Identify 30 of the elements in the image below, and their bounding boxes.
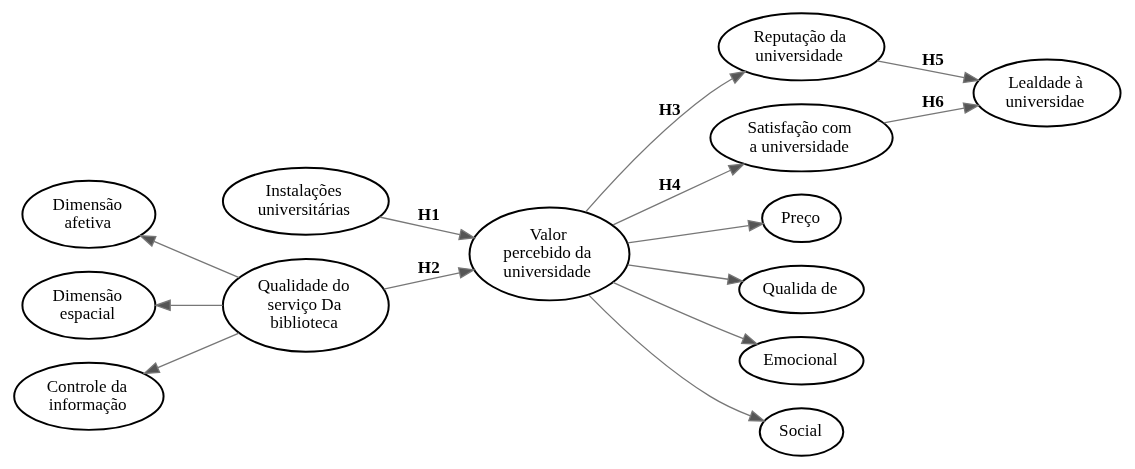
arrow bbox=[627, 264, 745, 286]
arrow bbox=[383, 267, 476, 290]
arrow bbox=[627, 219, 766, 244]
arrow bbox=[378, 216, 477, 241]
edge-label: H2 bbox=[417, 257, 440, 277]
edge-label: H6 bbox=[921, 91, 944, 111]
edge-label: H5 bbox=[921, 49, 944, 69]
node-ellipse: Reputação da universidade bbox=[717, 12, 886, 82]
arrow bbox=[883, 102, 981, 124]
node-ellipse: Dimensão espacial bbox=[21, 270, 157, 340]
arrow bbox=[585, 70, 747, 213]
node-ellipse: Social bbox=[758, 407, 845, 457]
arrow bbox=[153, 299, 224, 312]
node-ellipse: Valor percebido da universidade bbox=[468, 206, 631, 302]
edge-label: H1 bbox=[417, 205, 440, 225]
arrow bbox=[138, 234, 240, 279]
arrow bbox=[588, 294, 767, 422]
node-ellipse: Qualidade do serviço Da biblioteca bbox=[221, 257, 390, 353]
edge-label: H4 bbox=[658, 174, 681, 194]
node-ellipse: Preço bbox=[761, 193, 842, 244]
node-ellipse: Instalações universitárias bbox=[221, 166, 390, 236]
arrow bbox=[142, 332, 240, 375]
node-ellipse: Qualida de bbox=[738, 264, 865, 315]
arrow bbox=[612, 281, 759, 345]
arrow bbox=[876, 60, 981, 84]
node-ellipse: Lealdade à universidae bbox=[972, 58, 1122, 128]
edge-label: H3 bbox=[658, 99, 681, 119]
node-ellipse: Satisfação com a universidade bbox=[709, 103, 894, 173]
node-ellipse: Emocional bbox=[738, 336, 865, 386]
arrow bbox=[612, 163, 746, 226]
